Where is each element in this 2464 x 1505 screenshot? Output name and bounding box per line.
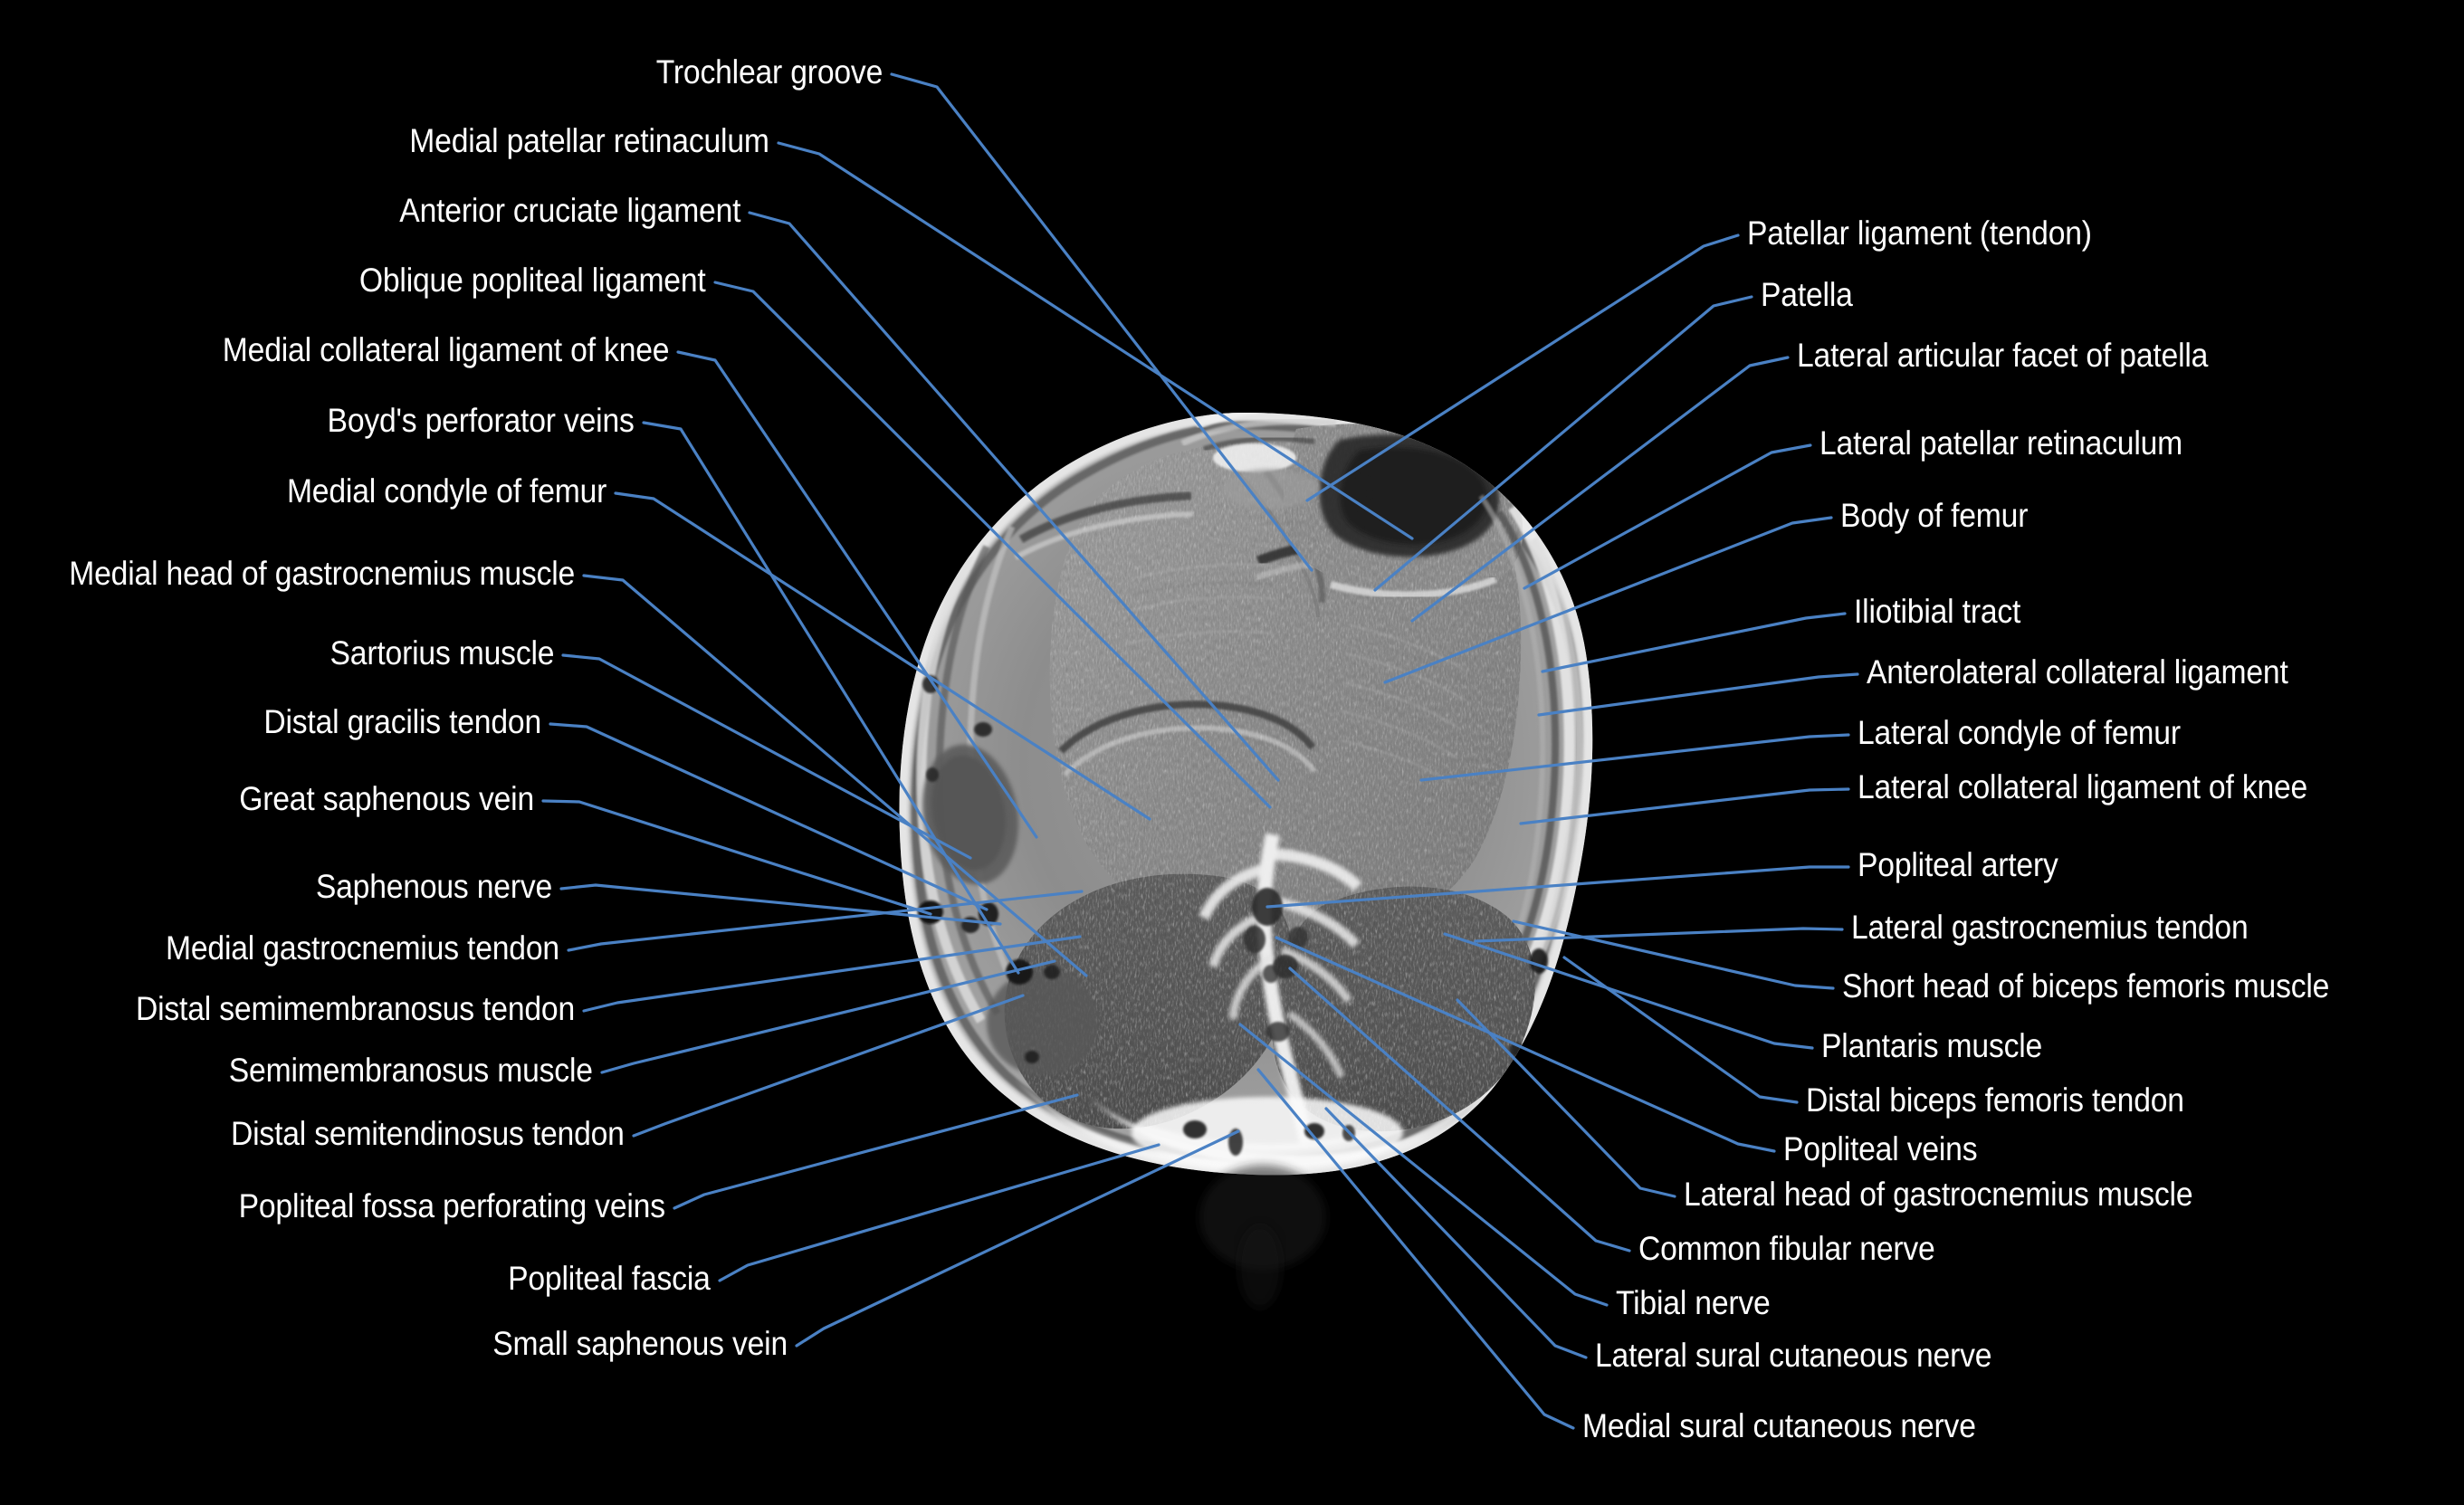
leader-line-popliteal-artery [1265,865,1850,909]
label-small-saphenous-vein[interactable]: Small saphenous vein [492,1325,788,1362]
leader-line-medial-patellar-retinaculum [777,141,1414,540]
leader-line-distal-biceps-femoris-tendon [1562,956,1799,1104]
label-lateral-collateral-ligament-of-knee[interactable]: Lateral collateral ligament of knee [1858,768,2308,805]
leader-line-sartorius-muscle [561,653,972,860]
leader-line-medial-collateral-ligament-of-knee [676,350,1038,839]
leader-line-lateral-sural-cutaneous-nerve [1324,1107,1588,1359]
leader-line-lateral-collateral-ligament-of-knee [1519,787,1850,825]
leader-line-medial-head-of-gastrocnemius-muscle [582,574,1088,977]
leader-line-anterolateral-collateral-ligament [1537,672,1859,717]
leader-line-popliteal-fascia [718,1143,1160,1282]
label-medial-sural-cutaneous-nerve[interactable]: Medial sural cutaneous nerve [1582,1407,1976,1444]
label-popliteal-fascia[interactable]: Popliteal fascia [508,1260,711,1297]
leader-line-saphenous-nerve [559,883,1002,926]
label-lateral-patellar-retinaculum[interactable]: Lateral patellar retinaculum [1819,424,2183,462]
label-medial-head-of-gastrocnemius-muscle[interactable]: Medial head of gastrocnemius muscle [69,555,575,592]
leader-line-patella [1373,295,1753,592]
leader-line-lateral-condyle-of-femur [1419,733,1850,782]
leader-line-boyd-s-perforator-veins [642,421,1020,975]
label-lateral-head-of-gastrocnemius-muscle[interactable]: Lateral head of gastrocnemius muscle [1684,1176,2193,1213]
leader-line-semimembranosus-muscle [600,959,1056,1074]
label-common-fibular-nerve[interactable]: Common fibular nerve [1638,1230,1935,1267]
leader-line-lateral-articular-facet-of-patella [1410,356,1790,623]
leader-line-short-head-of-biceps-femoris-muscle [1512,919,1835,990]
leader-line-lateral-head-of-gastrocnemius-muscle [1456,998,1676,1198]
label-short-head-of-biceps-femoris-muscle[interactable]: Short head of biceps femoris muscle [1842,967,2330,1005]
label-lateral-sural-cutaneous-nerve[interactable]: Lateral sural cutaneous nerve [1595,1337,1992,1374]
leader-line-tibial-nerve [1238,1023,1609,1307]
label-tibial-nerve[interactable]: Tibial nerve [1616,1284,1771,1321]
label-patella[interactable]: Patella [1761,276,1853,313]
leader-line-iliotibial-tract [1541,612,1847,673]
leader-line-anterior-cruciate-ligament [748,211,1280,782]
label-trochlear-groove[interactable]: Trochlear groove [655,53,883,90]
label-body-of-femur[interactable]: Body of femur [1840,497,2029,534]
leader-line-distal-semitendinosus-tendon [632,994,1025,1138]
leader-line-common-fibular-nerve [1288,967,1631,1253]
label-distal-semitendinosus-tendon[interactable]: Distal semitendinosus tendon [231,1115,625,1152]
label-great-saphenous-vein[interactable]: Great saphenous vein [239,780,534,817]
leader-line-popliteal-veins [1275,936,1776,1153]
label-distal-semimembranosus-tendon[interactable]: Distal semimembranosus tendon [135,990,575,1027]
label-anterolateral-collateral-ligament[interactable]: Anterolateral collateral ligament [1867,653,2288,691]
label-medial-collateral-ligament-of-knee[interactable]: Medial collateral ligament of knee [222,331,669,368]
label-popliteal-fossa-perforating-veins[interactable]: Popliteal fossa perforating veins [238,1187,665,1224]
leader-lines-right [1238,233,1859,1430]
label-distal-gracilis-tendon[interactable]: Distal gracilis tendon [263,703,541,740]
leader-line-medial-sural-cutaneous-nerve [1256,1068,1575,1430]
leader-line-medial-condyle-of-femur [614,491,1151,821]
leader-line-lateral-patellar-retinaculum [1523,443,1812,590]
label-saphenous-nerve[interactable]: Saphenous nerve [315,868,552,905]
leader-line-plantaris-muscle [1443,932,1814,1050]
leader-line-oblique-popliteal-ligament [713,281,1272,809]
label-plantaris-muscle[interactable]: Plantaris muscle [1821,1027,2043,1064]
leader-line-medial-gastrocnemius-tendon [567,890,1084,952]
leader-line-great-saphenous-vein [541,799,932,916]
label-anterior-cruciate-ligament[interactable]: Anterior cruciate ligament [398,192,740,229]
leader-line-patellar-ligament-tendon [1305,233,1740,502]
label-medial-gastrocnemius-tendon[interactable]: Medial gastrocnemius tendon [166,929,559,967]
label-lateral-condyle-of-femur[interactable]: Lateral condyle of femur [1858,714,2181,751]
leader-line-distal-gracilis-tendon [549,722,988,911]
label-patellar-ligament-tendon[interactable]: Patellar ligament (tendon) [1747,214,2092,252]
label-popliteal-artery[interactable]: Popliteal artery [1858,846,2058,883]
label-semimembranosus-muscle[interactable]: Semimembranosus muscle [228,1052,593,1089]
label-distal-biceps-femoris-tendon[interactable]: Distal biceps femoris tendon [1806,1081,2184,1119]
leader-line-small-saphenous-vein [795,1129,1240,1348]
label-lateral-gastrocnemius-tendon[interactable]: Lateral gastrocnemius tendon [1851,909,2249,946]
label-popliteal-veins[interactable]: Popliteal veins [1783,1130,1978,1167]
leader-line-popliteal-fossa-perforating-veins [673,1093,1079,1210]
leader-line-trochlear-groove [890,72,1313,572]
label-sartorius-muscle[interactable]: Sartorius muscle [329,634,554,672]
leader-lines-left [541,72,1414,1348]
leader-line-body-of-femur [1383,516,1833,684]
label-lateral-articular-facet-of-patella[interactable]: Lateral articular facet of patella [1797,337,2209,374]
leader-line-distal-semimembranosus-tendon [582,935,1082,1013]
label-medial-condyle-of-femur[interactable]: Medial condyle of femur [286,472,606,510]
label-oblique-popliteal-ligament[interactable]: Oblique popliteal ligament [359,262,706,299]
label-boyd-s-perforator-veins[interactable]: Boyd's perforator veins [327,402,635,439]
label-medial-patellar-retinaculum[interactable]: Medial patellar retinaculum [409,122,770,159]
label-iliotibial-tract[interactable]: Iliotibial tract [1854,593,2021,630]
leader-line-lateral-gastrocnemius-tendon [1474,927,1844,943]
